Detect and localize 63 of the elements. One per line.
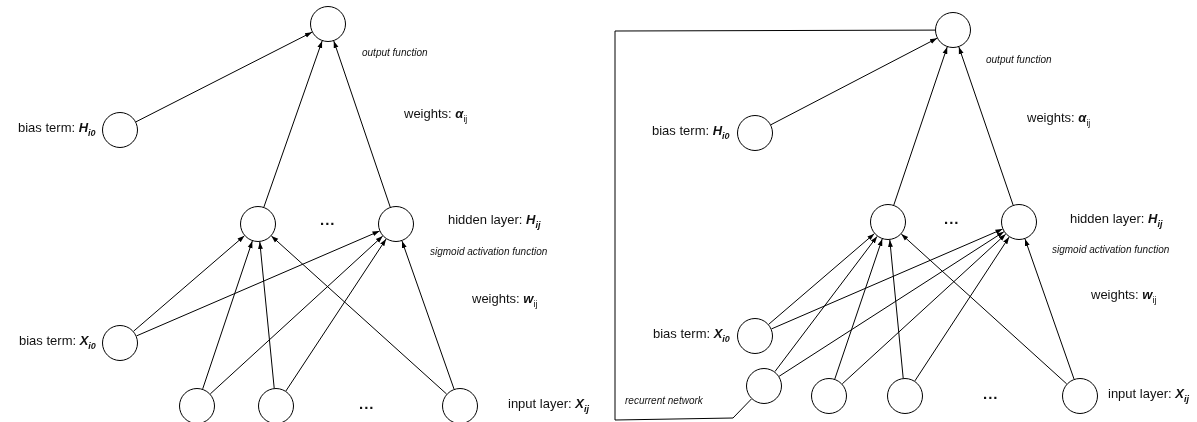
layer-label: weights: α$_{ij}$: [404, 105, 468, 126]
layer-label: weights: w$_{ij}$: [472, 290, 538, 311]
annotation-text: recurrent network: [625, 394, 703, 408]
arrow: [841, 233, 1007, 385]
layer-label: weights: w$_{ij}$: [1091, 286, 1157, 307]
layer-label: input layer: X$_{ij}$: [508, 395, 589, 416]
arrow: [958, 46, 1014, 206]
ellipsis-text: ...: [359, 396, 375, 412]
arrow: [893, 46, 948, 206]
arrow: [263, 40, 323, 208]
ellipsis-text: ...: [983, 386, 999, 402]
layer-label: weights: α$_{ij}$: [1027, 109, 1091, 130]
feedback-line: [614, 29, 936, 421]
neuron-circle: [102, 112, 138, 148]
annotation-text: sigmoid activation function: [430, 245, 548, 259]
arrow: [1024, 238, 1075, 380]
neuron-circle: [442, 388, 478, 422]
arrow: [135, 31, 313, 123]
arrow: [209, 235, 384, 395]
layer-label: input layer: X$_{ij}$: [1108, 385, 1189, 406]
neuron-circle: [102, 325, 138, 361]
arrow: [914, 236, 1010, 382]
arrow: [136, 230, 380, 337]
arrow: [270, 235, 448, 395]
arrow: [888, 239, 904, 379]
ellipsis-text: ...: [320, 212, 336, 228]
neuron-circle: [746, 368, 782, 404]
arrow: [333, 40, 391, 208]
layer-label: bias term: X$_{i0}$: [653, 325, 730, 346]
arrow: [401, 240, 455, 390]
neuron-circle: [310, 6, 346, 42]
layer-label: bias term: H$_{i0}$: [652, 122, 730, 143]
arrow: [778, 231, 1005, 377]
layer-label: bias term: H$_{i0}$: [18, 119, 96, 140]
arrow: [774, 235, 878, 373]
neuron-circle: [737, 318, 773, 354]
neuron-circle: [737, 115, 773, 151]
neuron-circle: [935, 12, 971, 48]
arrow: [768, 233, 875, 325]
layer-label: hidden layer: H$_{ij}$: [1070, 210, 1163, 231]
layer-label: bias term: X$_{i0}$: [19, 332, 96, 353]
arrow: [770, 37, 938, 126]
neuron-circle: [1001, 204, 1037, 240]
annotation-text: output function: [362, 46, 428, 60]
neuron-circle: [240, 206, 276, 242]
neuron-circle: [179, 388, 215, 422]
arrow: [133, 235, 245, 332]
neuron-circle: [378, 206, 414, 242]
arrow: [834, 238, 883, 380]
annotation-text: output function: [986, 53, 1052, 67]
ellipsis-text: ...: [944, 211, 960, 227]
neuron-circle: [811, 378, 847, 414]
neuron-circle: [870, 204, 906, 240]
layer-label: hidden layer: H$_{ij}$: [448, 211, 541, 232]
neuron-circle: [258, 388, 294, 422]
arrow: [771, 228, 1003, 330]
arrow: [258, 241, 275, 389]
arrow: [900, 233, 1068, 385]
arrow: [202, 240, 253, 390]
annotation-text: sigmoid activation function: [1052, 243, 1170, 257]
neuron-circle: [887, 378, 923, 414]
neuron-circle: [1062, 378, 1098, 414]
arrow: [285, 238, 387, 392]
